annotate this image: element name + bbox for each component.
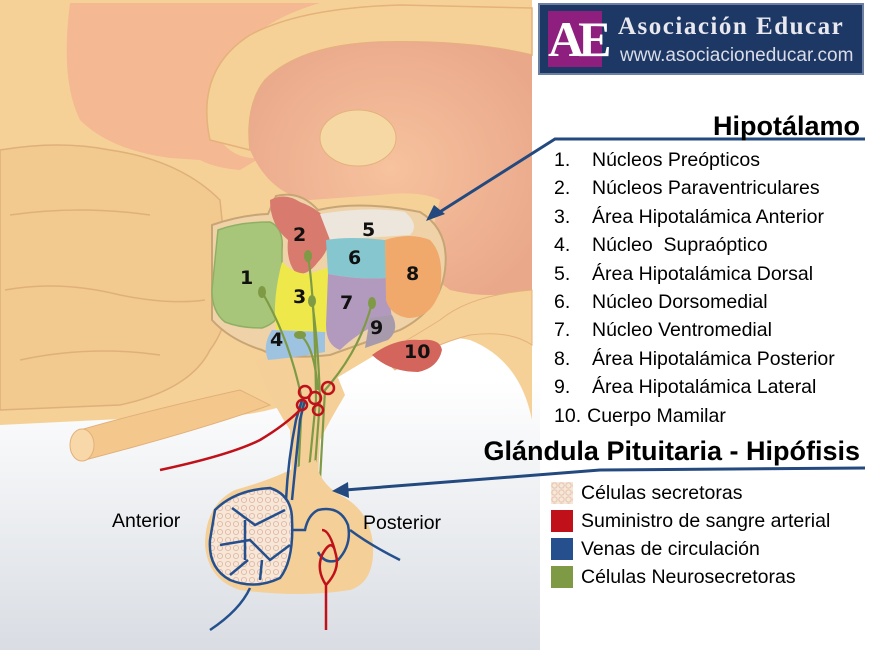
region-2-paraventricular — [270, 196, 331, 274]
item-label: Núcleos Preópticos — [592, 149, 760, 171]
item-label: Núcleo Supraóptico — [592, 234, 768, 257]
item-number: 7. — [554, 319, 571, 342]
legend-label: Venas de circulación — [581, 537, 760, 560]
portal-veins — [209, 399, 401, 632]
legend-item-neurosecretory: Células Neurosecretoras — [551, 563, 830, 591]
item-label: Área Hipotalámica Anterior — [592, 205, 824, 228]
item-number: 9. — [554, 376, 571, 399]
list-item: 4. Núcleo Supraóptico — [554, 231, 835, 259]
item-number: 2. — [554, 177, 571, 200]
item-number: 3. — [554, 205, 571, 228]
item-label: Núcleos Paraventriculares — [592, 177, 820, 200]
hypothalamus-pointer-arrow — [426, 137, 865, 221]
item-number: 6. — [554, 291, 571, 314]
hypothalamus-heading: Hipotálamo — [712, 111, 860, 141]
ae-logo-mark: AE — [548, 11, 611, 67]
list-item: 2. Núcleos Paraventriculares — [554, 174, 835, 202]
posterior-label: Posterior — [363, 512, 442, 534]
item-number: 8. — [554, 347, 571, 370]
legend-item-secretory-cells: Células secretoras — [551, 479, 830, 507]
list-item: 1. Núcleos Preópticos — [554, 146, 835, 174]
region-label-9: 9 — [370, 317, 383, 339]
arterial-supply — [159, 380, 339, 630]
region-label-7: 7 — [340, 292, 353, 314]
item-number: 10. — [554, 404, 582, 427]
anterior-label: Anterior — [112, 510, 181, 532]
optic-nerve-end — [69, 428, 95, 462]
list-item: 5. Área Hipotalámica Dorsal — [554, 260, 835, 288]
list-item: 6. Núcleo Dorsomedial — [554, 288, 835, 316]
region-7-ventromedial — [326, 274, 392, 350]
region-10-mammillary — [372, 339, 442, 372]
legend-item-arterial-supply: Suministro de sangre arterial — [551, 507, 830, 535]
item-number: 5. — [554, 262, 571, 285]
region-6-dorsomedial — [326, 238, 386, 279]
neuron-bodies — [258, 250, 376, 339]
legend-item-veins: Venas de circulación — [551, 535, 830, 563]
thalamus-region — [249, 41, 532, 295]
interthalamic-adhesion — [319, 109, 397, 167]
item-label: Cuerpo Mamilar — [587, 404, 726, 427]
item-number: 1. — [554, 149, 571, 171]
asociacion-educar-logo[interactable]: AE Asociación Educar www.asociacioneduca… — [538, 3, 864, 75]
pituitary-legend: Células secretoras Suministro de sangre … — [551, 479, 830, 591]
list-item: 10.Cuerpo Mamilar — [554, 402, 835, 430]
gyrus-fold — [4, 209, 206, 361]
region-label-1: 1 — [240, 267, 253, 289]
region-label-3: 3 — [293, 286, 306, 308]
region-label-4: 4 — [270, 329, 283, 351]
list-item: 8. Área Hipotalámica Posterior — [554, 345, 835, 373]
region-label-6: 6 — [348, 247, 361, 269]
arterial-swatch-icon — [551, 510, 573, 532]
logo-title: Asociación Educar — [618, 13, 845, 40]
region-9-lateral — [365, 315, 396, 348]
region-5-dorsal — [320, 209, 414, 240]
item-number: 4. — [554, 234, 571, 257]
pituitary-pointer-arrow — [332, 466, 866, 498]
region-8-posterior — [385, 236, 442, 318]
item-label: Área Hipotalámica Lateral — [592, 376, 817, 399]
region-label-8: 8 — [406, 263, 419, 285]
item-label: Área Hipotalámica Dorsal — [592, 262, 814, 285]
list-item: 3. Área Hipotalámica Anterior — [554, 203, 835, 231]
region-label-10: 10 — [404, 341, 430, 363]
item-label: Núcleo Dorsomedial — [592, 291, 768, 314]
list-item: 9. Área Hipotalámica Lateral — [554, 373, 835, 401]
legend-label: Suministro de sangre arterial — [581, 509, 831, 532]
secretory-cells-icon — [551, 482, 573, 504]
legend-label: Células Neurosecretoras — [581, 565, 796, 588]
hypothalamus-nuclei-list: 1. Núcleos Preópticos 2. Núcleos Paraventr… — [554, 146, 835, 430]
pituitary-heading: Glándula Pituitaria - Hipófisis — [483, 436, 860, 466]
region-label-2: 2 — [293, 224, 306, 246]
legend-label: Células secretoras — [581, 481, 743, 504]
frontal-lobe — [0, 144, 231, 411]
vein-swatch-icon — [551, 538, 573, 560]
neurosecretory-swatch-icon — [551, 566, 573, 588]
logo-url[interactable]: www.asociacioneducar.com — [620, 45, 854, 66]
cortex-region — [66, 3, 321, 170]
item-label: Núcleo Ventromedial — [592, 319, 772, 342]
item-label: Área Hipotalámica Posterior — [592, 347, 835, 370]
anterior-lobe-cells — [208, 486, 294, 586]
list-item: 7. Núcleo Ventromedial — [554, 316, 835, 344]
region-label-5: 5 — [362, 219, 375, 241]
